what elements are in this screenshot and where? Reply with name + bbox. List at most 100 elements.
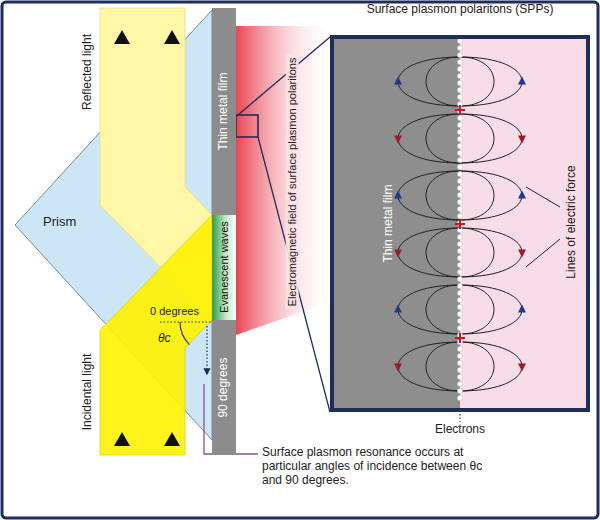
electron-dot <box>457 241 462 246</box>
field-line <box>426 171 460 220</box>
field-line <box>426 285 460 334</box>
beam-arrow <box>114 432 130 446</box>
field-lines <box>334 39 586 408</box>
field-line <box>460 171 494 220</box>
text-label: Surface plasmon resonance occurs at part… <box>262 446 500 487</box>
metal-film-band: 90 degrees <box>212 320 236 455</box>
field-line <box>460 285 494 334</box>
field-arrow <box>394 191 402 199</box>
electron-dot <box>457 185 462 190</box>
vertical-label: Electromagnetic field of surface plasmon… <box>286 55 299 310</box>
electron-dot <box>457 171 462 176</box>
band-label: Evanescent waves <box>218 222 230 314</box>
metal-film-band: Thin metal film <box>212 8 236 215</box>
electron-dot <box>457 164 462 169</box>
electron-dot <box>457 39 462 44</box>
electron-dot <box>457 374 462 379</box>
electron-dot <box>457 150 462 155</box>
electron-dot <box>457 388 462 393</box>
electron-dot <box>457 59 462 64</box>
beam-arrow <box>164 30 180 44</box>
vertical-label: Lines of electric force <box>565 165 579 278</box>
field-arrow <box>518 250 526 258</box>
field-arrow <box>394 305 402 313</box>
field-arrow <box>518 77 526 85</box>
electron-dot <box>457 73 462 78</box>
field-line <box>398 342 460 391</box>
field-arrow <box>518 191 526 199</box>
electron-dot <box>457 129 462 134</box>
electron-dot <box>457 87 462 92</box>
band-label: Thin metal film <box>217 72 230 150</box>
shape-label: Prism <box>43 214 76 229</box>
text-label: Electrons <box>430 423 490 437</box>
electron-dot <box>457 269 462 274</box>
band-label: Thin metal film <box>382 184 395 262</box>
electron-dot <box>457 206 462 211</box>
electron-dot <box>457 311 462 316</box>
electron-dot <box>457 52 462 57</box>
field-line <box>426 228 460 277</box>
field-arrow <box>518 364 526 372</box>
electron-dot <box>457 178 462 183</box>
electron-dot <box>457 318 462 323</box>
leader-line <box>526 239 560 267</box>
angle-arc <box>180 322 189 345</box>
field-line <box>460 228 522 277</box>
electron-dot <box>457 234 462 239</box>
incident-beam <box>100 215 212 455</box>
field-line <box>460 228 494 277</box>
positive-charge <box>455 219 465 229</box>
field-line <box>426 114 460 163</box>
field-arrow <box>518 136 526 144</box>
electron-dot <box>457 346 462 351</box>
zoom-connector <box>236 37 330 117</box>
inset-box: Surface plasmon polaritons (SPPs)Thin me… <box>330 35 590 412</box>
electron-dot <box>457 199 462 204</box>
field-line <box>460 57 522 106</box>
field-line <box>426 342 460 391</box>
inset-heading: Surface plasmon polaritons (SPPs) <box>365 3 555 17</box>
electron-dot <box>457 304 462 309</box>
inset-metal-film: Thin metal film <box>334 39 460 408</box>
electron-dot <box>457 80 462 85</box>
electron-dot <box>457 262 462 267</box>
field-arrow <box>394 136 402 144</box>
vertical-label: Reflected light <box>81 34 95 110</box>
electron-dot <box>457 157 462 162</box>
electron-dot <box>457 136 462 141</box>
electron-dot <box>457 395 462 400</box>
electron-dot <box>457 122 462 127</box>
field-line <box>460 114 522 163</box>
field-line <box>398 57 460 106</box>
vertical-label: Incidental light <box>81 354 95 431</box>
electron-dot <box>457 255 462 260</box>
electron-dot <box>457 367 462 372</box>
electron-dot <box>457 283 462 288</box>
field-line <box>460 171 522 220</box>
field-arrow <box>518 305 526 313</box>
positive-charge <box>455 333 465 343</box>
electron-dot <box>457 290 462 295</box>
electron-dot <box>457 248 462 253</box>
electron-dot <box>457 115 462 120</box>
zoom-square <box>236 115 258 137</box>
field-arrow <box>394 77 402 85</box>
field-glow <box>236 26 336 335</box>
field-line <box>460 285 522 334</box>
electron-dot <box>457 192 462 197</box>
field-line <box>398 171 460 220</box>
field-line <box>460 342 522 391</box>
electron-dot <box>457 94 462 99</box>
electron-dot <box>457 45 462 50</box>
field-arrow <box>394 364 402 372</box>
field-line <box>426 57 460 106</box>
electron-dot <box>457 143 462 148</box>
normal-line <box>160 321 212 322</box>
electron-dot <box>457 381 462 386</box>
electrons-leader <box>459 414 460 422</box>
electron-dot <box>457 360 462 365</box>
beam-arrow <box>114 30 130 44</box>
field-line <box>460 114 494 163</box>
